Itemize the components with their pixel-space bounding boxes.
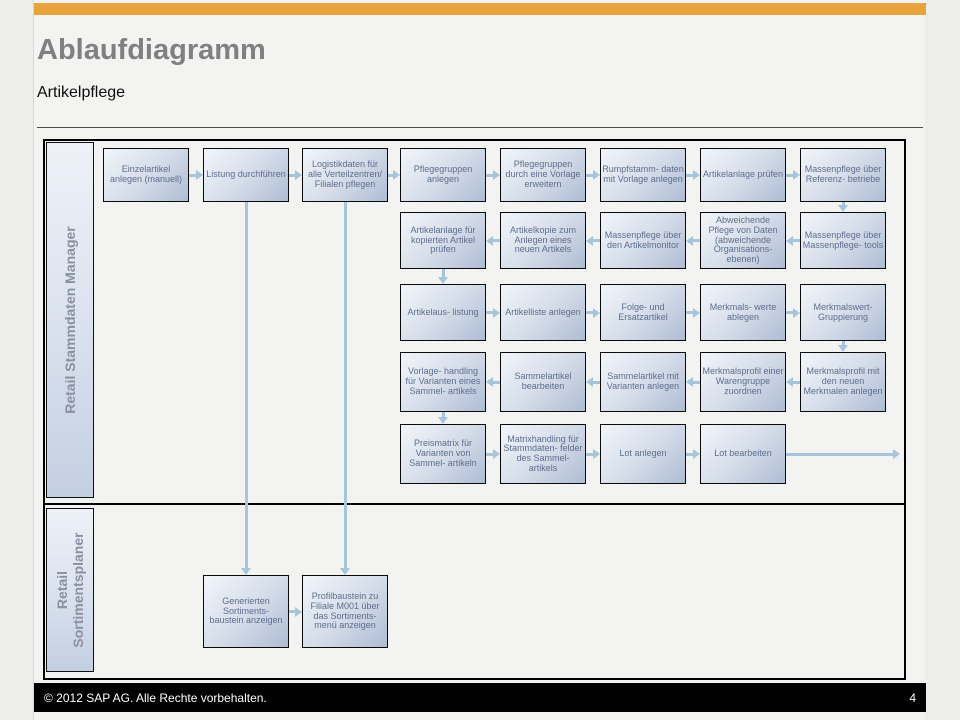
copyright-text: © 2012 SAP AG. Alle Rechte vorbehalten. — [44, 690, 267, 705]
page-title: Ablaufdiagramm — [37, 34, 266, 66]
lane-label-retail-stammdaten-manager: Retail Stammdaten Manager — [46, 142, 94, 498]
page-subtitle: Artikelpflege — [37, 84, 126, 101]
accent-bar — [34, 3, 926, 15]
diagram-frame — [43, 139, 906, 680]
lane-label-text: Retail Stammdaten Manager — [61, 226, 78, 414]
page-number: 4 — [909, 690, 916, 705]
footer-bar: © 2012 SAP AG. Alle Rechte vorbehalten. … — [34, 683, 926, 712]
lane-label-retail-sortimentsplaner: Retail Sortimentsplaner — [46, 508, 94, 672]
slide: Ablaufdiagramm Artikelpflege Retail Stam… — [33, 0, 926, 720]
lane-label-text: Retail Sortimentsplaner — [53, 532, 86, 648]
header-divider — [37, 127, 923, 128]
lane-divider — [43, 503, 906, 505]
